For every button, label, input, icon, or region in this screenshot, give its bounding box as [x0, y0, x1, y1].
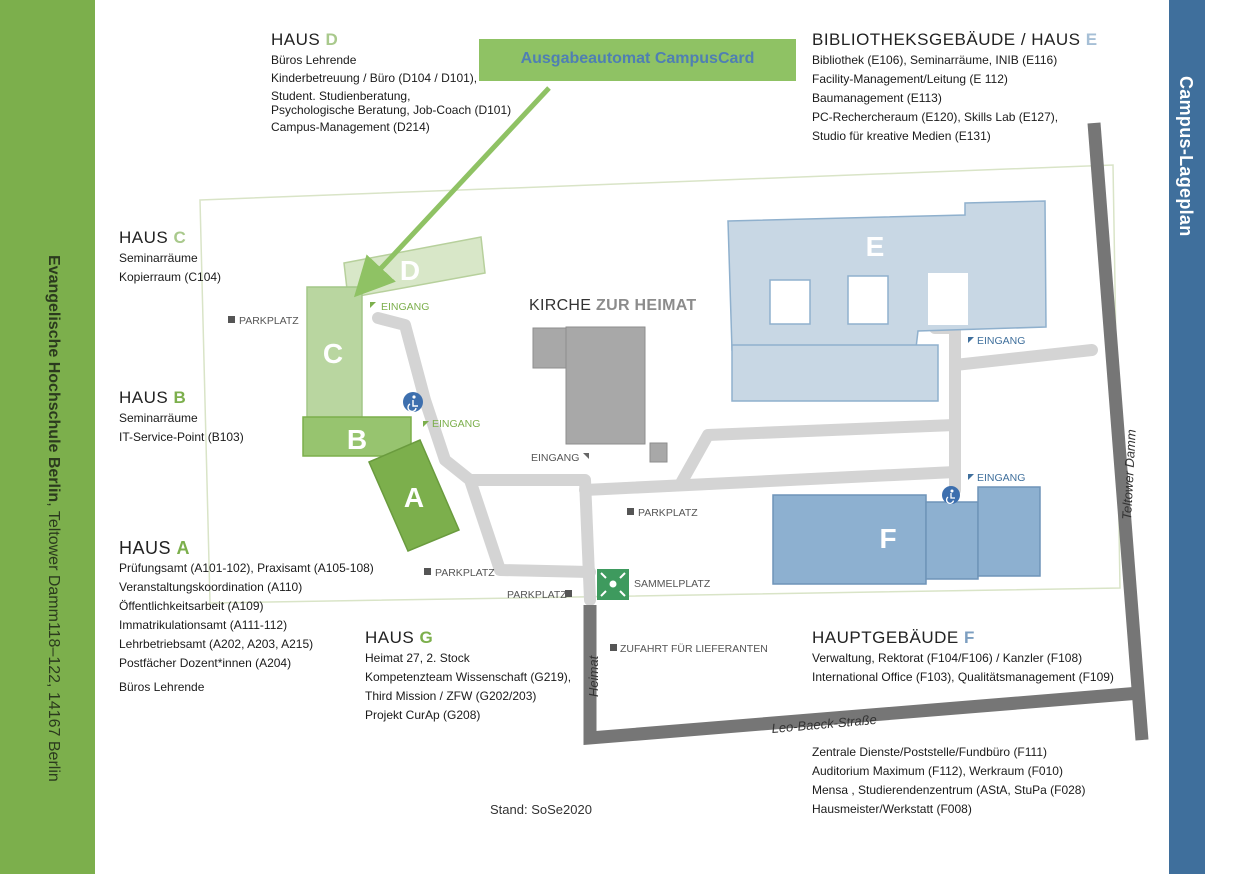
- church-zur-heimat[interactable]: [532, 326, 668, 463]
- building-d-letter: D: [400, 255, 420, 286]
- church-label: KIRCHE ZUR HEIMAT: [529, 297, 696, 315]
- kiosk-label-text: Ausgabeautomat CampusCard: [520, 50, 755, 67]
- legend-haus-a: HAUS A Prüfungsamt (A101-102), Praxisamt…: [119, 537, 374, 697]
- legend-line: PC-Rechercheraum (E120), Skills Lab (E12…: [812, 110, 1059, 124]
- stand-label: Stand: SoSe2020: [490, 802, 592, 817]
- delivery-access-label: ZUFAHRT FÜR LIEFERANTEN: [620, 643, 768, 655]
- entrance-label-d: EINGANG: [381, 301, 429, 313]
- footpath-west: [372, 312, 596, 578]
- legend-line: International Office (F103), Qualitätsma…: [812, 670, 1114, 684]
- entrance-marker-church: [583, 453, 589, 459]
- legend-line: Prüfungsamt (A101-102), Praxisamt (A105-…: [119, 561, 374, 575]
- footpath-north: [674, 419, 961, 491]
- legend-line: Campus-Management (D214): [271, 120, 430, 134]
- legend-haus-c: HAUS C Seminarräume Kopierraum (C104): [119, 227, 221, 287]
- street-label-heimat: Heimat: [586, 654, 601, 697]
- footpaths: [372, 294, 1098, 606]
- legend-line: Seminarräume: [119, 251, 198, 265]
- entrance-label-f: EINGANG: [977, 472, 1025, 484]
- legend-line: Mensa , Studierendenzentrum (AStA, StuPa…: [812, 783, 1086, 797]
- campuscard-kiosk-label: Ausgabeautomat CampusCard: [479, 39, 796, 81]
- building-b-letter: B: [347, 424, 367, 455]
- entrance-marker-d: [370, 302, 376, 308]
- legend-line: Postfächer Dozent*innen (A204): [119, 656, 292, 670]
- map-labels: EINGANG EINGANG EINGANG EINGANG EINGANG …: [228, 301, 1025, 655]
- legend-line: Hausmeister/Werkstatt (F008): [812, 802, 972, 816]
- legend-haus-b-title: HAUS B: [119, 388, 187, 407]
- legend-haus-e: BIBLIOTHEKSGEBÄUDE / HAUS E Bibliothek (…: [812, 29, 1098, 146]
- legend-haus-f-title: HAUPTGEBÄUDE F: [812, 628, 975, 647]
- legend-line: Zentrale Dienste/Poststelle/Fundbüro (F1…: [812, 745, 1048, 759]
- footpath-east-branch: [949, 344, 1098, 371]
- legend-line: Projekt CurAp (G208): [365, 708, 481, 722]
- legend-line: IT-Service-Point (B103): [119, 430, 244, 444]
- building-e-letter: E: [866, 231, 885, 262]
- building-c[interactable]: [306, 286, 363, 419]
- entrance-label-e: EINGANG: [977, 335, 1025, 347]
- legend-haus-e-title: BIBLIOTHEKSGEBÄUDE / HAUS E: [812, 30, 1098, 49]
- legend-line: Third Mission / ZFW (G202/203): [365, 689, 537, 703]
- legend-haus-d: HAUS D Büros Lehrende Kinderbetreuung / …: [271, 29, 511, 137]
- legend-haus-g-title: HAUS G: [365, 628, 434, 647]
- kiosk-arrow: [353, 86, 551, 298]
- legend-line: Lehrbetriebsamt (A202, A203, A215): [119, 637, 314, 651]
- legend-line: Seminarräume: [119, 411, 198, 425]
- parking-label-west: PARKPLATZ: [239, 315, 299, 327]
- assembly-point-label: SAMMELPLATZ: [634, 578, 711, 590]
- legend-haus-g: HAUS G Heimat 27, 2. Stock Kompetenzteam…: [365, 627, 571, 725]
- parking-label-south-west: PARKPLATZ: [435, 567, 495, 579]
- street-heimat-leo: [583, 605, 1141, 746]
- streets: [583, 122, 1149, 746]
- legend-haus-b: HAUS B Seminarräume IT-Service-Point (B1…: [119, 387, 244, 447]
- footpath-main: [579, 466, 961, 496]
- legend-haus-c-title: HAUS C: [119, 228, 187, 247]
- building-a-letter: A: [404, 482, 424, 513]
- building-f-letter: F: [879, 523, 896, 554]
- right-band: Campus-Lageplan: [1169, 0, 1205, 874]
- legend-haus-a-title: HAUS A: [119, 538, 191, 558]
- legend-line: Kompetenzteam Wissenschaft (G219),: [365, 670, 572, 684]
- legend-line: Büros Lehrende: [119, 680, 205, 694]
- building-a[interactable]: [368, 439, 460, 552]
- building-b[interactable]: [302, 416, 412, 457]
- legend-haus-d-title: HAUS D: [271, 30, 339, 49]
- left-band: Evangelische Hochschule Berlin, Teltower…: [0, 0, 95, 874]
- assembly-point-icon: [597, 569, 629, 600]
- legend-line: Kinderbetreuung / Büro (D104 / D101),: [271, 71, 478, 85]
- legend-line: Student. Studienberatung,: [271, 89, 411, 103]
- street-label-teltower-damm: Teltower Damm: [1119, 429, 1139, 520]
- legend-line: Kopierraum (C104): [119, 270, 222, 284]
- parking-label-south: PARKPLATZ: [507, 589, 567, 601]
- building-f[interactable]: [772, 486, 1041, 585]
- legend-line: Veranstaltungskoordination (A110): [119, 580, 303, 594]
- legend-line: Bibliothek (E106), Seminarräume, INIB (E…: [812, 53, 1058, 67]
- parking-label-center: PARKPLATZ: [638, 507, 698, 519]
- church-label-name: ZUR HEIMAT: [596, 297, 697, 314]
- entrance-label-church: EINGANG: [531, 452, 579, 464]
- building-e[interactable]: [727, 200, 1047, 402]
- legend-line: Baumanagement (E113): [812, 91, 942, 105]
- accessibility-icon: [942, 486, 960, 504]
- entrance-marker-f: [968, 474, 974, 480]
- legend-line: Studio für kreative Medien (E131): [812, 129, 991, 143]
- church-label-prefix: KIRCHE: [529, 297, 592, 314]
- legend-line: Psychologische Beratung, Job-Coach (D101…: [271, 103, 512, 117]
- legend-line: Verwaltung, Rektorat (F104/F106) / Kanzl…: [812, 651, 1083, 665]
- entrance-marker-e: [968, 337, 974, 343]
- legend-line: Facility-Management/Leitung (E 112): [812, 72, 1008, 86]
- legend-haus-f: HAUPTGEBÄUDE F Verwaltung, Rektorat (F10…: [812, 627, 1114, 819]
- footpath-center: [464, 474, 596, 606]
- legend-line: Heimat 27, 2. Stock: [365, 651, 470, 665]
- street-teltower-damm: [1087, 122, 1149, 741]
- building-c-letter: C: [323, 338, 343, 369]
- legend-line: Öffentlichkeitsarbeit (A109): [119, 599, 264, 613]
- legend-line: Immatrikulationsamt (A111-112): [119, 618, 288, 632]
- accessibility-icon: [403, 392, 423, 413]
- legend-line: Auditorium Maximum (F112), Werkraum (F01…: [812, 764, 1063, 778]
- legend-line: Büros Lehrende: [271, 53, 357, 67]
- entrance-label-b: EINGANG: [432, 418, 480, 430]
- entrance-marker-b: [423, 421, 429, 427]
